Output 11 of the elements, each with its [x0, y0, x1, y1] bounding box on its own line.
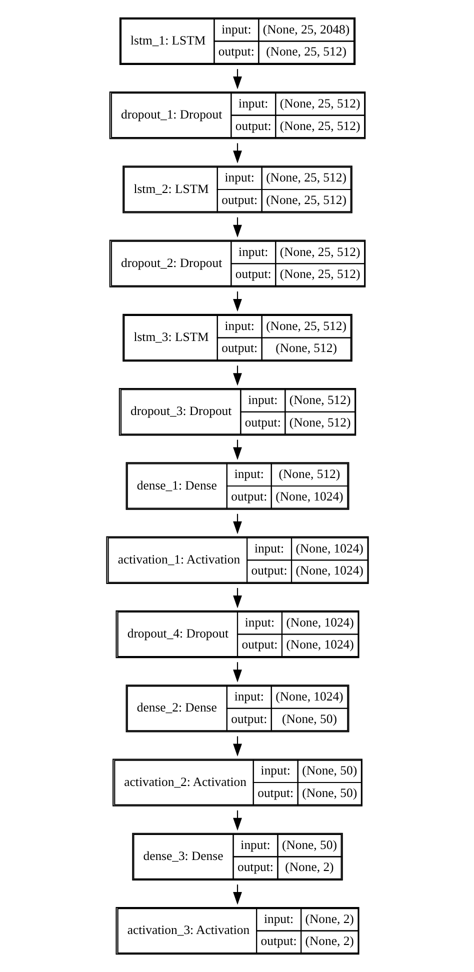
arrow	[232, 810, 242, 831]
arrow	[232, 143, 242, 164]
arrow	[232, 217, 242, 238]
arrow	[232, 588, 242, 608]
arrow	[232, 884, 242, 905]
arrow	[232, 69, 242, 90]
arrow	[232, 514, 242, 534]
arrow	[232, 291, 242, 312]
arrow	[232, 440, 242, 460]
arrow	[232, 366, 242, 386]
arrow	[232, 662, 242, 682]
